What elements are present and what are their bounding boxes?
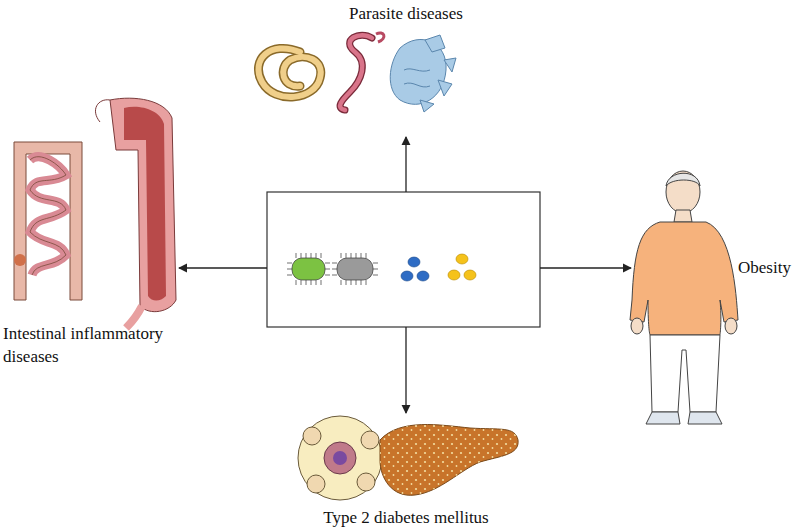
intestines (14, 98, 176, 328)
yellow-cocci (448, 254, 476, 280)
disease-label: Type 2 diabetes mellitus (276, 506, 536, 529)
blue-cocci (401, 257, 429, 281)
disease-label: Parasite diseases (296, 2, 516, 25)
obese-person (630, 171, 738, 424)
pancreas-islet (298, 416, 518, 500)
parasites (258, 33, 456, 112)
green-bacterium (287, 253, 330, 285)
arrows (179, 137, 631, 413)
microbiota-box (267, 192, 540, 327)
disease-label: Obesity (738, 256, 798, 279)
disease-label: Intestinal inflammatory diseases (3, 322, 181, 368)
grey-bacterium (332, 253, 378, 285)
